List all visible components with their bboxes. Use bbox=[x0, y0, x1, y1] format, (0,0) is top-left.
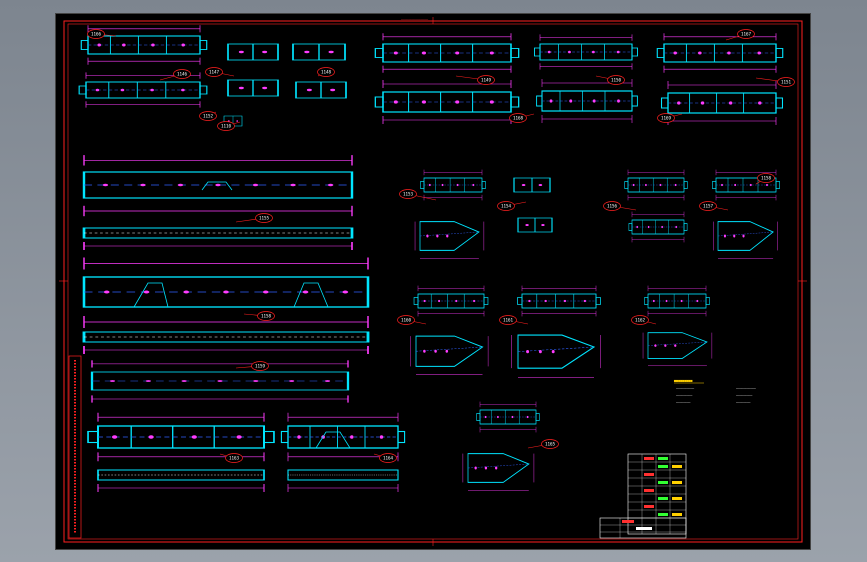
part-balloon-1155[interactable]: 1155 bbox=[235, 213, 273, 223]
balloon-outline bbox=[699, 201, 717, 211]
balloon-outline bbox=[737, 29, 755, 39]
part-number-label: 1166 bbox=[91, 31, 102, 36]
balloon-outline bbox=[497, 201, 515, 211]
svg-text:─────────: ───────── bbox=[675, 394, 692, 398]
part-balloon-1160[interactable]: 1160 bbox=[397, 315, 427, 325]
part-number-label: 1168 bbox=[513, 115, 524, 120]
part-balloon-1149[interactable]: 1149 bbox=[455, 75, 495, 85]
part-balloon-1152[interactable]: 1152 bbox=[199, 111, 217, 121]
part-number-label: 1150 bbox=[611, 77, 622, 82]
svg-text:────────: ──────── bbox=[735, 401, 751, 405]
part-number-label: 1161 bbox=[503, 317, 514, 322]
part-number-label: 1159 bbox=[255, 363, 266, 368]
svg-text:────────: ──────── bbox=[675, 401, 691, 405]
balloon-outline bbox=[603, 201, 621, 211]
part-number-label: 1149 bbox=[481, 77, 492, 82]
part-balloon-1154[interactable]: 1154 bbox=[497, 201, 527, 211]
svg-text:───────────────: ─────────────── bbox=[400, 18, 428, 22]
part-number-label: 1160 bbox=[401, 317, 412, 322]
balloon-outline bbox=[777, 77, 795, 87]
balloon-outline bbox=[399, 189, 417, 199]
balloon-outline bbox=[607, 75, 625, 85]
balloon-outline bbox=[255, 213, 273, 223]
part-number-label: 1156 bbox=[607, 203, 618, 208]
drawing-canvas: ─────────────── ▄ bbox=[59, 17, 807, 546]
part-number-label: 1152 bbox=[203, 113, 214, 118]
balloon-outline bbox=[317, 67, 335, 77]
part-number-label: 1155 bbox=[259, 215, 270, 220]
part-number-label: 1165 bbox=[545, 441, 556, 446]
balloon-outline bbox=[379, 453, 397, 463]
part-number-label: 1167 bbox=[741, 31, 752, 36]
part-balloon-1158[interactable]: 1158 bbox=[243, 311, 275, 321]
balloon-outline bbox=[217, 121, 235, 131]
part-balloon-1148[interactable]: 1148 bbox=[317, 67, 335, 77]
part-balloon-1168[interactable]: 1168 bbox=[509, 113, 535, 123]
balloon-outline bbox=[541, 439, 559, 449]
part-balloon-1159[interactable]: 1159 bbox=[235, 361, 269, 371]
balloon-outline bbox=[657, 113, 675, 123]
part-balloon-1146[interactable]: 1146 bbox=[159, 69, 191, 81]
part-balloon-1161[interactable]: 1161 bbox=[499, 315, 529, 325]
part-number-label: 1148 bbox=[321, 69, 332, 74]
part-balloon-1153[interactable]: 1153 bbox=[399, 189, 437, 201]
balloon-outline bbox=[509, 113, 527, 123]
part-balloon-1162[interactable]: 1162 bbox=[631, 315, 657, 325]
part-balloon-1158[interactable]: 1158 bbox=[755, 173, 775, 185]
svg-text:─────────: ───────── bbox=[735, 394, 752, 398]
part-balloon-1163[interactable]: 1163 bbox=[219, 453, 243, 463]
part-balloon-1167[interactable]: 1167 bbox=[725, 29, 755, 41]
balloon-outline bbox=[499, 315, 517, 325]
part-number-label: 1154 bbox=[501, 203, 512, 208]
part-balloon-1151[interactable]: 1151 bbox=[755, 77, 795, 87]
part-balloon-1166[interactable]: 1166 bbox=[87, 29, 117, 39]
part-number-label: 1146 bbox=[177, 71, 188, 76]
balloon-outline bbox=[199, 111, 217, 121]
svg-text:▄▄▄▄▄▄▄▄▄: ▄▄▄▄▄▄▄▄▄ bbox=[673, 378, 693, 382]
balloon-outline bbox=[757, 173, 775, 183]
part-number-label: 1151 bbox=[781, 79, 792, 84]
part-number-label: 1158 bbox=[261, 313, 272, 318]
part-number-label: 1158 bbox=[761, 175, 772, 180]
balloon-outline bbox=[257, 311, 275, 321]
balloon-outline bbox=[225, 453, 243, 463]
part-balloon-1164[interactable]: 1164 bbox=[373, 453, 397, 463]
part-balloon-1169[interactable]: 1169 bbox=[657, 113, 683, 123]
part-balloon-1110[interactable]: 1110 bbox=[217, 121, 241, 131]
balloon-outline bbox=[173, 69, 191, 79]
part-balloon-1165[interactable]: 1165 bbox=[527, 439, 559, 449]
part-balloon-1150[interactable]: 1150 bbox=[595, 75, 625, 85]
part-number-label: 1147 bbox=[209, 69, 220, 74]
drawing-sheet[interactable]: ─────────────── ▄ bbox=[55, 13, 811, 550]
part-number-label: 1162 bbox=[635, 317, 646, 322]
balloon-outline bbox=[631, 315, 649, 325]
svg-text:──────────: ────────── bbox=[675, 387, 694, 391]
svg-text:───────────: ─────────── bbox=[735, 387, 756, 391]
part-number-label: 1157 bbox=[703, 203, 714, 208]
balloon-outline bbox=[397, 315, 415, 325]
part-number-label: 1110 bbox=[221, 123, 232, 128]
balloon-outline bbox=[477, 75, 495, 85]
balloon-outline bbox=[87, 29, 105, 39]
part-balloon-1147[interactable]: 1147 bbox=[205, 67, 235, 77]
part-number-label: 1163 bbox=[229, 455, 240, 460]
balloon-outline bbox=[205, 67, 223, 77]
part-number-label: 1169 bbox=[661, 115, 672, 120]
part-balloon-1157[interactable]: 1157 bbox=[699, 201, 729, 211]
balloon-outline bbox=[251, 361, 269, 371]
part-number-label: 1164 bbox=[383, 455, 394, 460]
part-number-label: 1153 bbox=[403, 191, 414, 196]
part-balloon-1156[interactable]: 1156 bbox=[603, 201, 637, 211]
